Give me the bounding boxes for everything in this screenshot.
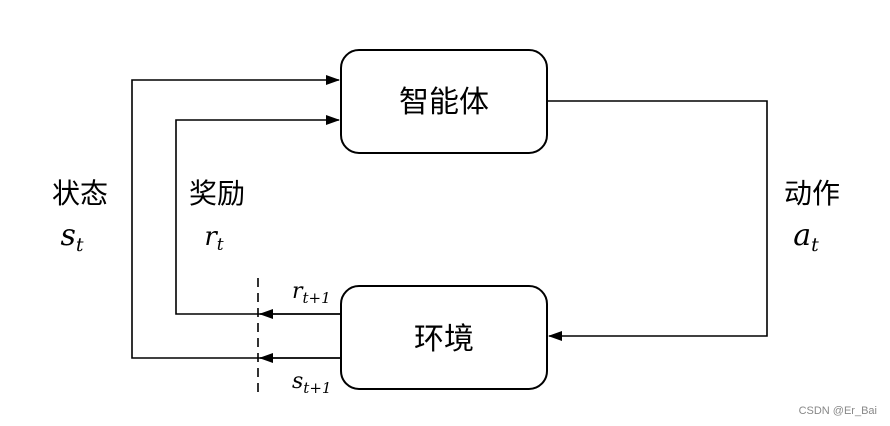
action-edge: [547, 100, 768, 341]
action-symbol: at: [793, 218, 819, 256]
action-label-group: 动作 at: [784, 177, 840, 256]
next-reward-label: rt+1: [292, 279, 331, 307]
action-label: 动作: [784, 177, 840, 210]
state-label-group: 状态 st: [52, 177, 108, 256]
watermark: CSDN @Er_Bai: [799, 405, 877, 417]
reward-label-group: 奖励 rt: [189, 177, 245, 255]
next-state-label: st+1: [292, 369, 331, 397]
environment-node: 环境: [340, 285, 548, 390]
state-edge: [131, 75, 341, 359]
environment-label: 环境: [414, 322, 474, 357]
agent-node: 智能体: [340, 49, 548, 154]
reward-symbol: rt: [204, 222, 223, 255]
reward-label: 奖励: [189, 177, 245, 210]
state-label: 状态: [52, 177, 108, 210]
state-symbol: st: [60, 218, 83, 256]
agent-label: 智能体: [399, 85, 489, 120]
